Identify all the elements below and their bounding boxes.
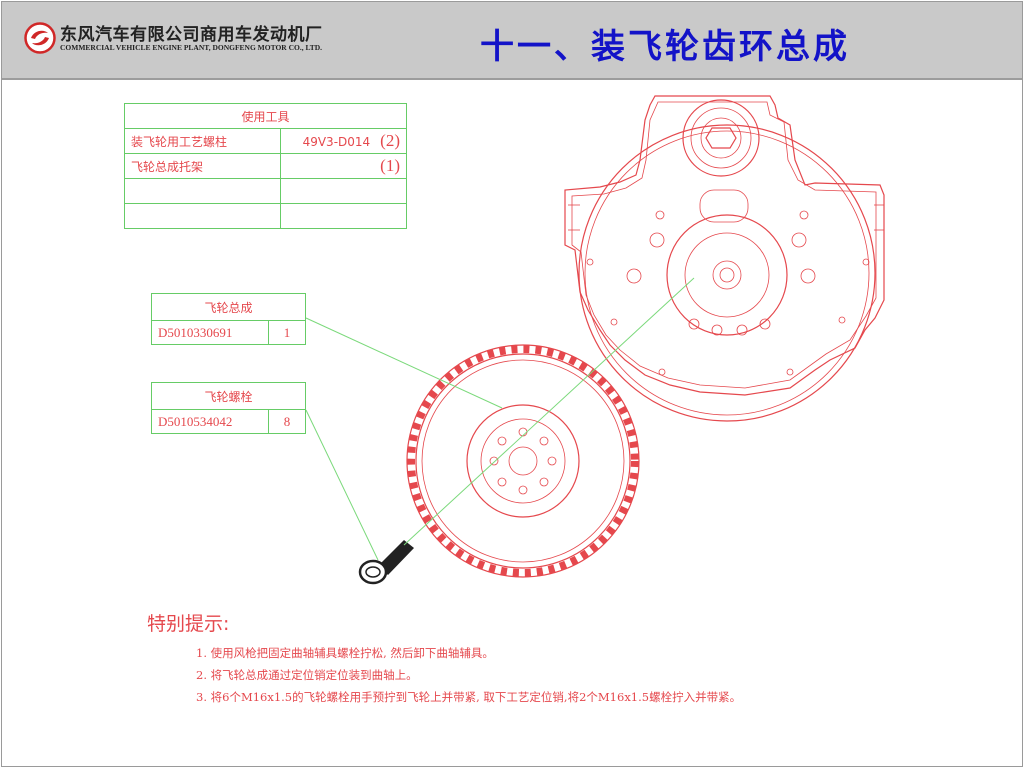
company-name-cn: 东风汽车有限公司商用车发动机厂 [60, 25, 323, 45]
tool-code: 49V3-D014 [302, 135, 371, 149]
part-label-bolt: 飞轮螺栓 D5010534042 8 [151, 382, 306, 434]
table-row [124, 203, 407, 229]
note-item: 3. 将6个M16x1.5的飞轮螺栓用手预拧到飞轮上并带紧, 取下工艺定位销,将… [196, 690, 742, 704]
part-name: 飞轮总成 [151, 293, 306, 321]
tool-name: 飞轮总成托架 [124, 153, 281, 179]
tool-name [124, 178, 281, 204]
engine-block-outline [564, 95, 885, 422]
tool-name [124, 203, 281, 229]
tools-table: 使用工具 装飞轮用工艺螺柱 49V3-D014 (2) 飞轮总成托架 (1) [124, 103, 407, 229]
tool-qty: (2) [380, 131, 400, 150]
table-row: 装飞轮用工艺螺柱 49V3-D014 (2) [124, 128, 407, 154]
special-notes: 特别提示: 1. 使用风枪把固定曲轴辅具螺栓拧松, 然后卸下曲轴辅具。 2. 将… [147, 609, 741, 708]
notes-title: 特别提示: [147, 613, 230, 635]
part-label-flywheel: 飞轮总成 D5010330691 1 [151, 293, 306, 345]
tool-code [280, 178, 407, 204]
table-row: 飞轮总成托架 (1) [124, 153, 407, 179]
part-qty: 1 [268, 320, 306, 345]
tool-code [280, 203, 407, 229]
note-item: 1. 使用风枪把固定曲轴辅具螺栓拧松, 然后卸下曲轴辅具。 [196, 646, 494, 660]
company-name-en: COMMERCIAL VEHICLE ENGINE PLANT, DONGFEN… [60, 43, 323, 52]
leader-lines [305, 277, 695, 561]
part-name: 飞轮螺栓 [151, 382, 306, 410]
tools-table-header: 使用工具 [124, 103, 407, 129]
tool-name: 装飞轮用工艺螺柱 [124, 128, 281, 154]
table-row [124, 178, 407, 204]
tool-qty: (1) [380, 156, 400, 175]
dongfeng-logo-icon [24, 22, 56, 54]
note-item: 2. 将飞轮总成通过定位销定位装到曲轴上。 [196, 668, 418, 682]
part-qty: 8 [268, 409, 306, 434]
flywheel-bolt [358, 540, 414, 585]
slide-header: 东风汽车有限公司商用车发动机厂 COMMERCIAL VEHICLE ENGIN… [2, 2, 1022, 80]
page-title: 十一、装飞轮齿环总成 [480, 27, 850, 67]
flywheel-ring-gear [406, 344, 640, 578]
part-number: D5010330691 [151, 320, 269, 345]
part-number: D5010534042 [151, 409, 269, 434]
